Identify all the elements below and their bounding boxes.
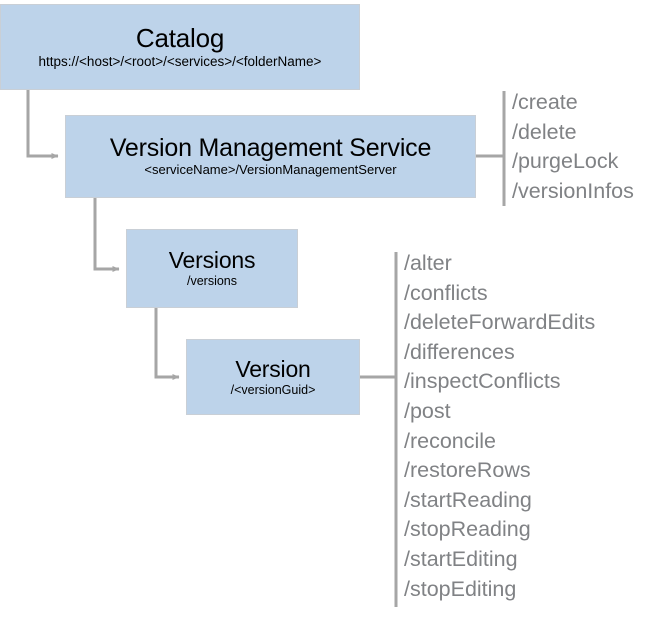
operation-item[interactable]: /purgeLock [512,149,619,173]
connector-service-to-operations [476,91,506,206]
operation-item[interactable]: /create [512,90,578,114]
operation-item[interactable]: /stopReading [404,517,531,542]
operation-item[interactable]: /reconcile [404,428,497,453]
operation-item[interactable]: /stopEditing [404,576,517,601]
operation-list-version: /alter/conflicts/deleteForwardEdits/diff… [404,249,595,604]
operation-item[interactable]: /differences [404,339,515,364]
node-version-title: Version [235,355,311,382]
node-version-subtitle: /<versionGuid> [230,382,316,397]
operation-item[interactable]: /post [404,398,451,423]
operation-list-service: /create/delete/purgeLock/versionInfos [512,88,634,206]
node-version-management-service[interactable]: Version Management Service <serviceName>… [65,115,476,198]
connector-service-to-versions [93,198,120,272]
node-versions[interactable]: Versions /versions [126,229,298,308]
operation-item[interactable]: /delete [512,119,577,144]
connector-versions-to-version [154,308,180,380]
connector-version-to-operations [360,252,398,607]
operation-item[interactable]: /restoreRows [404,458,531,483]
operation-item[interactable]: /versionInfos [512,178,634,203]
node-versions-title: Versions [168,247,256,274]
connector-catalog-to-service [26,90,59,159]
node-catalog[interactable]: Catalog https://<host>/<root>/<services>… [0,4,360,90]
operation-item[interactable]: /startReading [404,487,532,512]
node-catalog-subtitle: https://<host>/<root>/<services>/<folder… [38,53,322,69]
node-version-management-service-title: Version Management Service [109,133,432,162]
operation-item[interactable]: /deleteForwardEdits [404,310,596,335]
node-version-management-service-subtitle: <serviceName>/VersionManagementServer [144,162,397,178]
operation-item[interactable]: /startEditing [404,546,518,571]
node-catalog-title: Catalog [135,22,225,53]
operation-item[interactable]: /alter [404,251,452,275]
operation-item[interactable]: /inspectConflicts [404,369,561,394]
node-version[interactable]: Version /<versionGuid> [186,339,360,415]
operation-item[interactable]: /conflicts [404,280,488,305]
node-versions-subtitle: /versions [186,274,238,289]
